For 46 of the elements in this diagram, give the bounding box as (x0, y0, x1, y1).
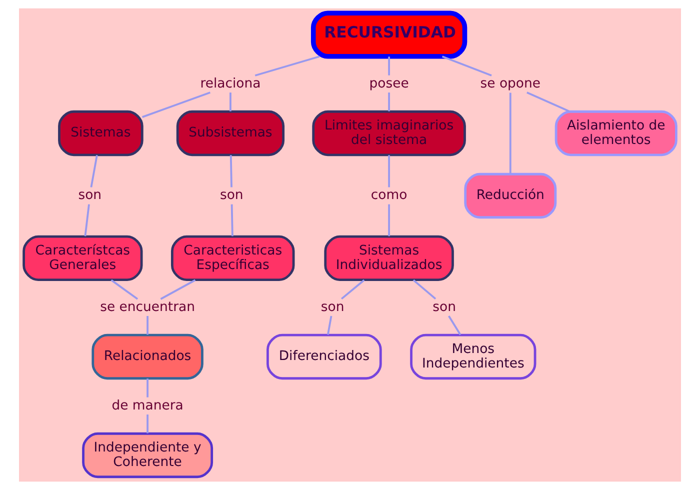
node-box: Caracteristicas Específicas (170, 235, 294, 282)
connector (388, 204, 390, 236)
node-text: como (370, 188, 407, 204)
connector (84, 204, 90, 236)
connector (508, 92, 511, 174)
node-text: son (219, 188, 243, 204)
connector (388, 155, 390, 188)
connector (229, 155, 232, 188)
connector (230, 204, 233, 236)
connector (526, 92, 570, 112)
node-text: son (320, 300, 344, 315)
node-text: son (78, 188, 102, 204)
connector (160, 279, 196, 300)
node-box: Diferenciados (266, 334, 382, 380)
node-box: RECURSIVIDAD (310, 10, 467, 59)
connector (340, 279, 364, 300)
connector (448, 316, 461, 336)
connector (110, 279, 138, 300)
node-box: Subsistemas (176, 110, 284, 156)
node-box: Independiente y Coherente (82, 432, 213, 478)
connector (412, 279, 436, 300)
connector (229, 92, 231, 112)
connector (441, 56, 492, 76)
node-box: Característcas Generales (22, 235, 142, 282)
node-box: Limites imaginarios del sistema (312, 110, 466, 156)
connector (388, 92, 390, 112)
node-box: Aislamiento de elementos (554, 110, 677, 156)
node-text: relaciona (200, 76, 260, 92)
connector (254, 56, 320, 76)
node-text: son (432, 300, 456, 315)
node-text: de manera (111, 398, 183, 414)
node-box: Sistemas Individualizados (324, 235, 454, 282)
node-box: Menos Independientes (410, 334, 536, 380)
node-text: se encuentran (100, 300, 194, 315)
connector (388, 56, 390, 76)
node-box: Reducción (464, 172, 556, 219)
node-text: posee (368, 76, 408, 92)
connector (146, 414, 148, 434)
connector (90, 154, 98, 188)
node-box: Relacionados (91, 334, 203, 380)
connector (146, 378, 148, 398)
node-box: Sistemas (58, 110, 143, 156)
connector (146, 316, 148, 335)
connector (326, 316, 332, 335)
connector (141, 92, 210, 118)
node-text: se opone (480, 76, 540, 92)
